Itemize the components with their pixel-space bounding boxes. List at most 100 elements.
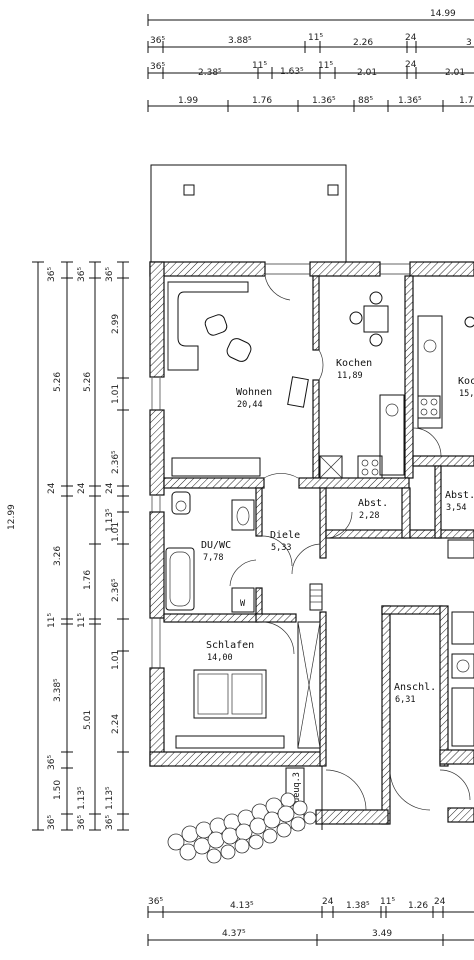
terrace (150, 164, 347, 262)
paving-stone (303, 811, 317, 825)
room-abst2-name: Abst. (445, 490, 474, 501)
paving-stone (235, 823, 253, 841)
dim-bottom-1-e: 11⁵ (380, 897, 395, 907)
washbasin-icon (231, 499, 255, 531)
dim-left-2-d: 1.76 (83, 570, 93, 590)
paving-stone (292, 800, 308, 816)
dim-left-3-i: 1.01 (111, 650, 121, 670)
dim-bottom-1-b: 4.13⁵ (230, 901, 254, 911)
dim-top-1-f: 3 (466, 38, 472, 48)
chair-icon (464, 316, 474, 328)
dim-bottom-1-g: 24 (434, 897, 446, 907)
dim-top-2-f: 2.01 (357, 68, 377, 78)
dim-left-2-b: 5.26 (83, 372, 93, 392)
sink-icon (423, 339, 437, 353)
dim-left-2-h: 36⁵ (77, 815, 87, 830)
door-arc (318, 349, 324, 381)
dim-left-1-a: 36⁵ (47, 267, 57, 282)
sink-icon (385, 403, 399, 417)
dim-total-width: 14.99 (430, 9, 456, 19)
double-bed-icon (193, 669, 267, 719)
dim-top-2-d: 1.63⁵ (280, 67, 304, 77)
stove-icon (417, 395, 441, 419)
room-koch2-area: 15, (459, 389, 474, 399)
kitchen-counter-2 (417, 315, 443, 429)
paving-stone (248, 834, 264, 850)
dim-left-2-e: 11⁵ (77, 613, 87, 628)
paving-stone (277, 805, 295, 823)
door-arc (263, 473, 299, 479)
paving-stone (276, 822, 292, 838)
dim-top-1-e: 24 (405, 33, 417, 43)
room-labels: Wohnen 20,44 Kochen 11,89 Koc 15, Abst. … (201, 358, 474, 705)
walls (149, 261, 474, 825)
paving-stone (234, 838, 250, 854)
stone-path (167, 792, 317, 864)
dim-left-1-d: 3.26 (53, 546, 63, 566)
paving-stone (179, 843, 197, 861)
room-koch2-name: Koc (458, 376, 474, 387)
room-diele-name: Diele (270, 530, 300, 541)
chair-icon (369, 333, 383, 347)
dim-bottom-1-a: 36⁵ (148, 897, 163, 907)
dim-top-3-e: 1.36⁵ (398, 96, 422, 106)
room-duwc-area: 7,78 (203, 553, 223, 563)
dim-top-1-c: 11⁵ (308, 33, 323, 43)
dim-left-3-a: 36⁵ (105, 267, 115, 282)
paving-stone (207, 831, 225, 849)
dim-left-2-f: 5.01 (83, 710, 93, 730)
paving-stone (263, 811, 281, 829)
dim-left-1-h: 1.50 (53, 780, 63, 800)
chair-icon (369, 291, 383, 305)
bench-icon (175, 735, 285, 749)
dim-left-1-i: 36⁵ (47, 815, 57, 830)
dim-left-3-h: 2.36⁵ (111, 578, 121, 602)
dim-bottom-1-c: 24 (322, 897, 334, 907)
dim-left-2-a: 36⁵ (77, 267, 87, 282)
furniture: W Gueuq.3 (151, 263, 474, 830)
room-wohnen-area: 20,44 (237, 400, 263, 410)
stove-icon (357, 455, 383, 479)
dim-left-3-j: 2.24 (111, 714, 121, 734)
dim-top-1-a: 36⁵ (150, 36, 165, 46)
dim-top-3-f: 1.7 (459, 96, 473, 106)
paving-stone (193, 837, 211, 855)
armchair-icon (226, 338, 252, 362)
room-schlafen-name: Schlafen (206, 640, 254, 651)
paving-stone (280, 792, 296, 808)
dim-left-3-d: 2.36⁵ (111, 450, 121, 474)
dim-top-2-b: 2.38⁵ (198, 68, 222, 78)
room-abst1-area: 2,28 (359, 511, 379, 521)
room-schlafen-area: 14,00 (207, 653, 233, 663)
dim-top-3-b: 1.76 (252, 96, 272, 106)
dim-left-1-f: 3.38⁵ (53, 678, 63, 702)
dim-left-2-c: 24 (77, 482, 87, 494)
dim-left-3-k: 1.13⁵ (105, 786, 115, 810)
dim-left-3-e: 24 (105, 482, 115, 494)
washing-machine-icon (231, 587, 255, 613)
room-diele-area: 5,33 (271, 543, 291, 553)
dim-top-2-c: 11⁵ (252, 61, 267, 71)
dim-bottom-2-a: 4.37⁵ (222, 929, 246, 939)
dim-left-1-e: 11⁵ (47, 613, 57, 628)
kitchen-counter (379, 394, 405, 476)
dim-left-3-f: 1.13⁵ (105, 508, 115, 532)
dim-left-3-l: 36⁵ (105, 815, 115, 830)
dim-top-2-a: 36⁵ (150, 62, 165, 72)
cabinet-icon (447, 539, 474, 559)
dim-total-height: 12.99 (7, 504, 17, 530)
chair-icon (349, 311, 363, 325)
dim-left-1-c: 24 (47, 482, 57, 494)
paving-stone (181, 825, 199, 843)
dim-top-2-e: 11⁵ (318, 61, 333, 71)
dim-top-2-h: 2.01 (445, 68, 465, 78)
bathtub-icon (165, 547, 195, 611)
room-duwc-name: DU/WC (201, 540, 231, 551)
bottom-dimensions: 36⁵ 4.13⁵ 24 1.38⁵ 11⁵ 1.26 24 4.37⁵ 3.4… (147, 897, 474, 946)
room-abst2-area: 3,54 (446, 503, 466, 513)
sideboard-icon (171, 457, 261, 477)
dining-table-icon (363, 305, 389, 333)
left-dimensions: 12.99 36⁵ 5.26 24 3.26 11⁵ 3.38⁵ 36⁵ 1.5… (7, 261, 129, 831)
dim-top-3-d: 88⁵ (358, 96, 373, 106)
